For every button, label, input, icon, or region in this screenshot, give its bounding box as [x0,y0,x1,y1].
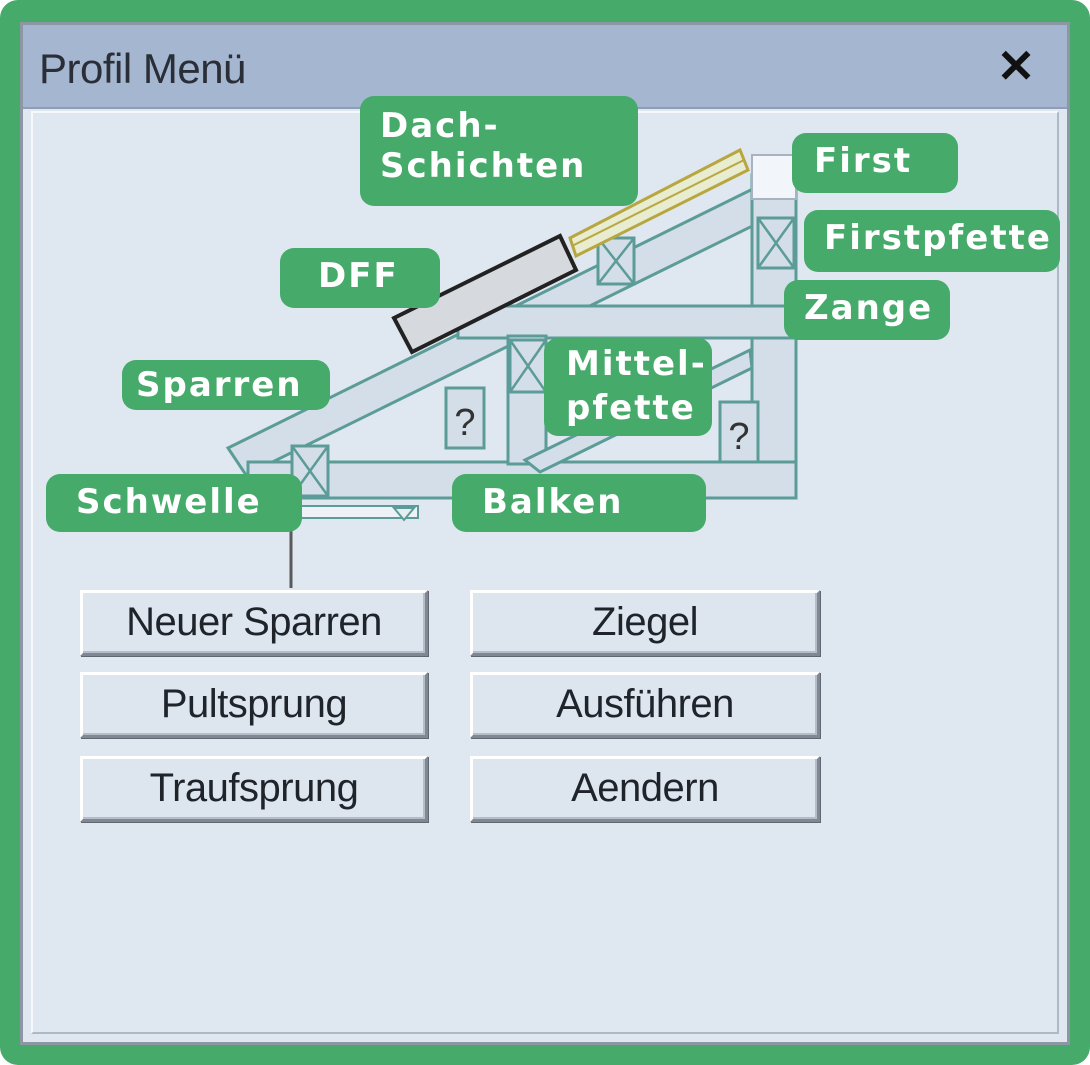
window-title: Profil Menü [39,45,246,92]
callout-mittelpfette-line2: pfette [566,388,696,428]
aendern-button[interactable]: Aendern [470,756,820,822]
ausfuehren-button[interactable]: Ausführen [470,672,820,738]
callout-schwelle: Schwelle [46,474,302,532]
ziegel-button[interactable]: Ziegel [470,590,820,656]
title-bar[interactable]: Profil Menü ✕ [23,25,1067,109]
callout-firstpfette: Firstpfette [804,210,1060,272]
traufsprung-button[interactable]: Traufsprung [80,756,428,822]
callout-first: First [792,133,958,193]
sill-marker [391,507,417,522]
unknown-box-left [444,386,486,450]
callout-dach-schichten-line2: Schichten [380,146,587,186]
question-mark-right: ? [728,416,749,458]
callout-dff: DFF [280,248,440,308]
callout-zange: Zange [784,280,950,340]
callout-mittelpfette: Mittel- pfette [544,338,712,436]
first-square [751,154,797,200]
dff-board [391,233,579,355]
unknown-box-right [718,400,760,464]
callout-mittelpfette-line1: Mittel- [566,344,707,384]
callout-dach-schichten: Dach- Schichten [360,96,638,206]
close-icon[interactable]: ✕ [996,40,1036,92]
question-mark-left: ? [454,402,475,444]
neuer-sparren-button[interactable]: Neuer Sparren [80,590,428,656]
zange-beam [456,304,798,340]
pultsprung-button[interactable]: Pultsprung [80,672,428,738]
callout-balken: Balken [452,474,706,532]
callout-dach-schichten-line1: Dach- [380,106,500,146]
callout-sparren: Sparren [122,360,330,410]
